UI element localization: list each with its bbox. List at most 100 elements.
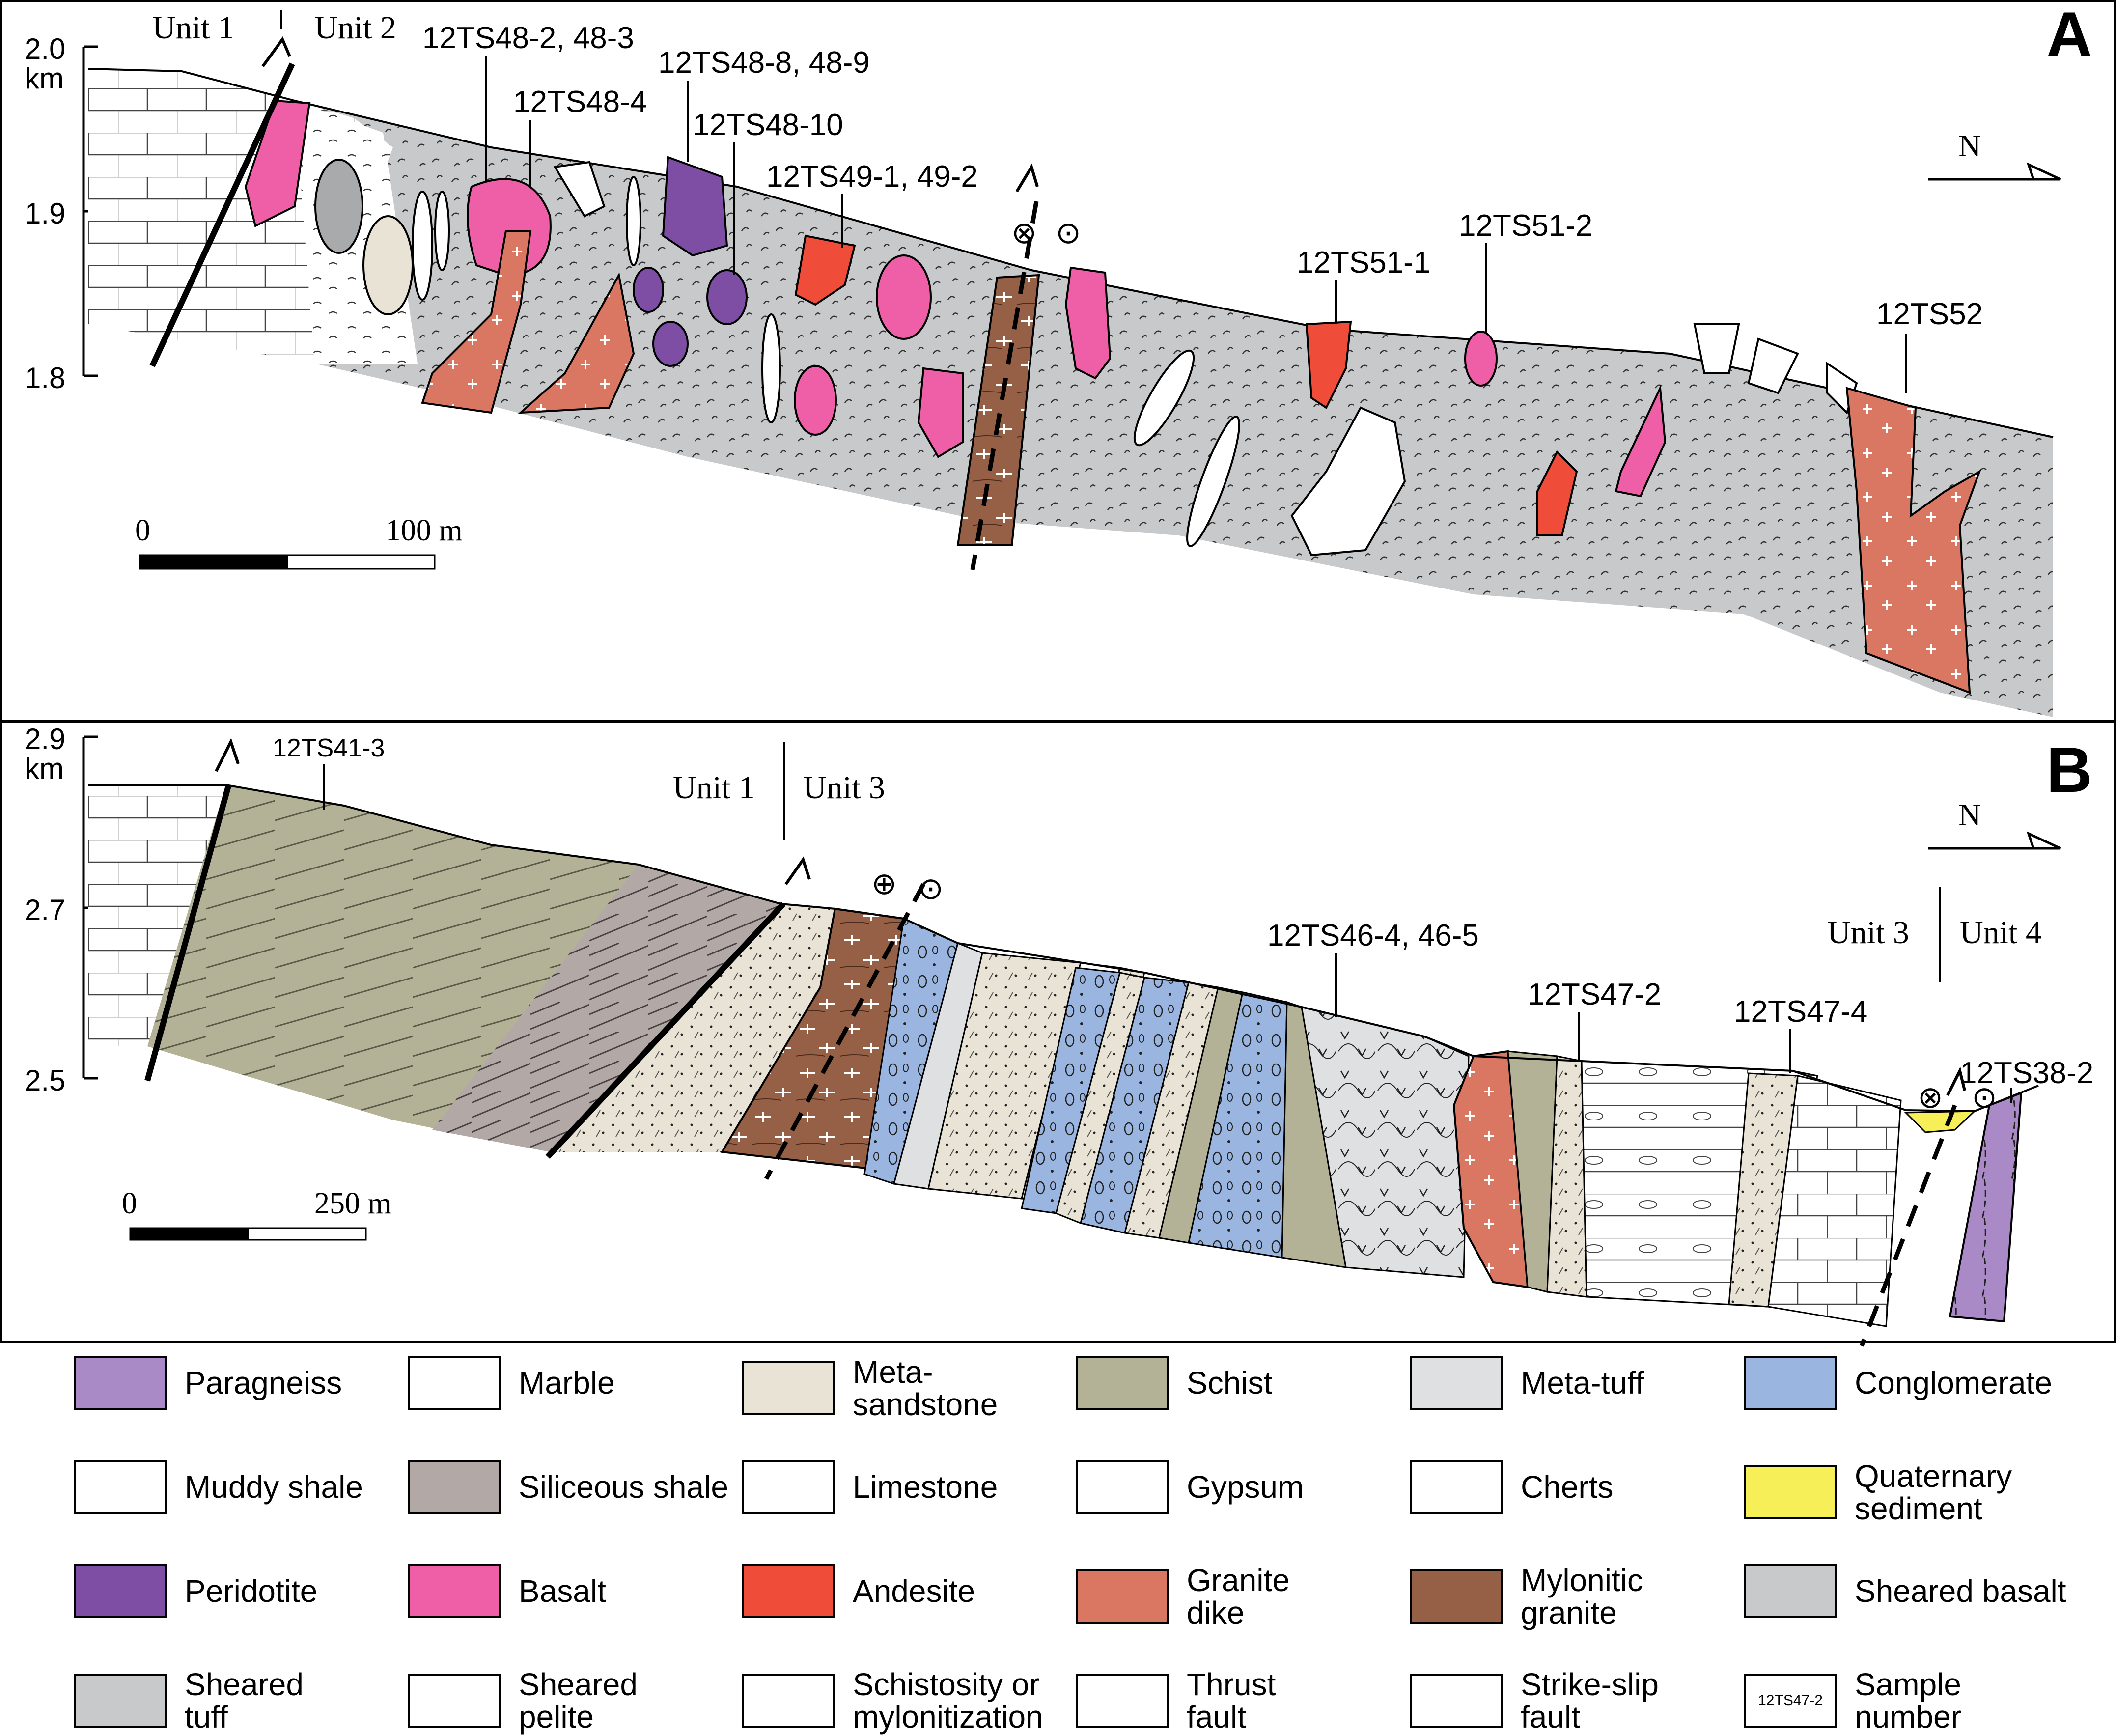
legend-swatch (74, 1460, 167, 1514)
legend-item: Schistosity or mylonitization (742, 1668, 1069, 1733)
legend-label: Schist (1187, 1365, 1273, 1400)
legend-swatch (1076, 1674, 1169, 1728)
sample-12ts52: 12TS52 (1876, 297, 1983, 331)
basalt-lens (1064, 266, 1112, 380)
unit-dividers-b: Unit 1 Unit 3 Unit 3 Unit 4 (673, 742, 2042, 982)
unit2-sheared-matrix (88, 69, 2053, 717)
panel-a-elevation-axis: 2.0 km 1.9 1.8 (25, 32, 98, 394)
strike-slip-symbol-into: ⊗ (1011, 216, 1037, 250)
scale-b-start: 0 (122, 1187, 137, 1220)
legend-label: Meta-tuff (1521, 1365, 1644, 1400)
legend-swatch (1410, 1356, 1503, 1410)
panel-b-topography (88, 784, 2039, 1113)
legend-swatch (742, 1361, 835, 1415)
axis-a-tick-1-9: 1.9 (25, 197, 65, 230)
panel-b-sample-labels: 12TS41-3 12TS46-4, 46-5 12TS47-2 12TS47-… (273, 734, 2093, 1103)
legend-swatch (1410, 1460, 1503, 1514)
sample-12ts51-1: 12TS51-1 (1297, 246, 1430, 280)
legend-swatch (1744, 1465, 1837, 1519)
strike-slip-fault-b1 (764, 883, 925, 1180)
andesite-body-12ts51-1 (1305, 320, 1352, 409)
marble-lenses (412, 161, 1858, 547)
legend-label: Strike-slip fault (1521, 1667, 1659, 1735)
strike-slip-fault-b2 (1859, 1104, 1957, 1347)
legend-label: Mylonitic granite (1521, 1563, 1643, 1630)
thrust-fault-b1 (144, 785, 231, 1082)
north-label-a: N (1958, 128, 1981, 163)
thrust-arrow-a (261, 36, 291, 67)
legend-swatch (1410, 1674, 1503, 1728)
strike-slip-symbol-into-b2: ⊗ (1918, 1081, 1943, 1115)
granite-dike (518, 272, 635, 414)
basalt-lens (876, 254, 932, 340)
strike-slip-symbol-out-b2: ⊙ (1972, 1081, 1997, 1115)
sample-12ts48-4: 12TS48-4 (513, 85, 647, 119)
legend-item: Peridotite (74, 1564, 401, 1618)
unit-3-label-b: Unit 3 (803, 770, 885, 806)
legend-item: Basalt (408, 1564, 735, 1618)
legend-label: Sheared pelite (519, 1667, 638, 1735)
legend-label: Limestone (853, 1469, 998, 1505)
scale-bar-b: 0 250 m (122, 1187, 391, 1241)
legend-item: Quaternary sediment (1744, 1460, 2071, 1525)
basalt-body-12ts51-2 (1464, 331, 1498, 387)
panel-a-letter: A (2046, 0, 2092, 70)
unit-1-label-b: Unit 1 (673, 770, 755, 806)
andesite-lens (1536, 450, 1578, 536)
legend-label: Peridotite (185, 1573, 318, 1609)
panel-b-elevation-axis: 2.9 km 2.7 2.5 (25, 723, 98, 1097)
strike-slip-symbol-out: ⊙ (1056, 216, 1081, 250)
legend-label: Basalt (519, 1573, 606, 1609)
sheared-basalt-lens (314, 159, 363, 254)
sample-12ts47-2: 12TS47-2 (1528, 978, 1661, 1011)
legend-item: Sheared tuff (74, 1668, 401, 1733)
axis-a-tick-1-8: 1.8 (25, 362, 65, 394)
legend-label: Thrust fault (1187, 1667, 1276, 1735)
legend-item: Thrust fault (1076, 1668, 1403, 1733)
legend-label: Siliceous shale (519, 1469, 728, 1505)
peridotite-lens (652, 321, 689, 367)
legend-swatch (74, 1564, 167, 1618)
legend-swatch (1076, 1356, 1169, 1410)
meta-sandstone-b (550, 904, 904, 1152)
unit1-limestone-b (88, 785, 226, 1046)
siliceous-shale-b (432, 865, 781, 1152)
strike-slip-symbol-into-b1: ⊕ (871, 867, 897, 901)
legend-item: Mylonitic granite (1410, 1564, 1737, 1629)
thrust-arrow-b2 (784, 856, 811, 885)
scale-bar-a: 0 100 m (135, 514, 463, 570)
legend-swatch-text: 12TS47-2 (1758, 1692, 1823, 1708)
sample-12ts48-10: 12TS48-10 (693, 108, 843, 142)
axis-b-tick-2-9: 2.9 (25, 723, 65, 756)
axis-b-unit: km (25, 752, 64, 785)
axis-b-tick-2-5: 2.5 (25, 1064, 65, 1097)
meta-sandstone-lens (362, 215, 414, 315)
legend-item: Sheared basalt (1744, 1564, 2071, 1618)
basalt-lens (917, 367, 964, 458)
legend-item: Paragneiss (74, 1356, 401, 1410)
peridotite-body-12ts48-8 (662, 156, 728, 257)
panel-a-sample-labels: 12TS48-2, 48-3 12TS48-4 12TS48-8, 48-9 1… (422, 21, 1983, 393)
legend-item: Meta-tuff (1410, 1356, 1737, 1410)
legend-label: Quaternary sediment (1855, 1458, 2012, 1526)
legend-swatch (1744, 1564, 1837, 1618)
strike-slip-fault-a (970, 201, 1039, 570)
scale-a-start: 0 (135, 514, 150, 547)
legend-label: Gypsum (1187, 1469, 1304, 1505)
legend-label: Conglomerate (1855, 1365, 2052, 1400)
legend-label: Andesite (853, 1573, 975, 1609)
sample-12ts46-4: 12TS46-4, 46-5 (1267, 919, 1479, 952)
legend-label: Sheared tuff (185, 1667, 304, 1735)
unit-1-label-a: Unit 1 (152, 10, 234, 46)
legend-swatch (1076, 1569, 1169, 1624)
legend-swatch (1744, 1356, 1837, 1410)
legend-item: Cherts (1410, 1460, 1737, 1514)
granite-dike-12ts52 (1845, 387, 1981, 694)
granite-dike-12ts48-4 (421, 230, 532, 414)
cross-section-figure: A 2.0 km 1.9 1.8 (0, 0, 2116, 1347)
peridotite-lens (633, 267, 664, 313)
legend-swatch (742, 1674, 835, 1728)
legend-item: Schist (1076, 1356, 1403, 1410)
north-arrow-a: N (1928, 128, 2061, 181)
